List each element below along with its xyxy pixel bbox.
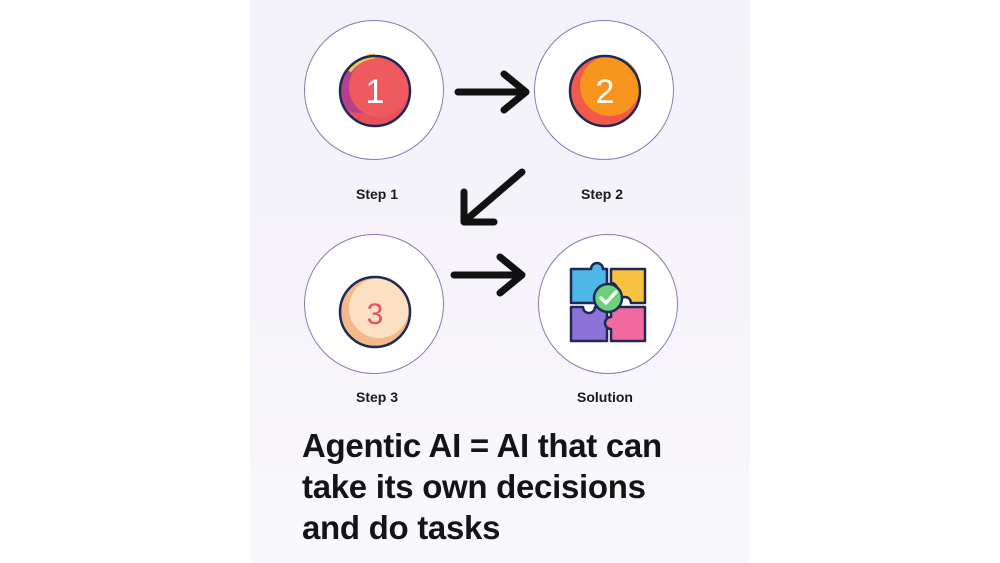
headline-line-1: Agentic AI = AI that can <box>302 427 662 464</box>
solution-label: Solution <box>577 389 633 405</box>
step-3-label: Step 3 <box>355 389 398 405</box>
arrow-right-icon <box>450 253 526 297</box>
puzzle-check-icon <box>569 261 647 343</box>
badge-1-icon: 1 <box>338 53 412 128</box>
solution-circle <box>538 234 678 374</box>
headline-line-2: take its own decisions <box>302 468 646 505</box>
step-2-circle: 2 <box>534 20 674 160</box>
badge-3-icon: 3 <box>338 275 412 349</box>
step-2-label: Step 2 <box>580 186 623 202</box>
arrow-right-icon <box>454 70 530 114</box>
svg-text:1: 1 <box>366 73 385 111</box>
step-1-circle: 1 <box>304 20 444 160</box>
svg-text:2: 2 <box>596 73 615 111</box>
badge-2-icon: 2 <box>568 54 642 128</box>
headline: Agentic AI = AI that can take its own de… <box>302 425 742 548</box>
arrow-down-left-icon <box>460 168 526 226</box>
step-1-label: Step 1 <box>355 186 398 202</box>
headline-line-3: and do tasks <box>302 509 501 546</box>
step-3-circle: 3 <box>304 234 444 374</box>
svg-text:3: 3 <box>367 298 384 331</box>
